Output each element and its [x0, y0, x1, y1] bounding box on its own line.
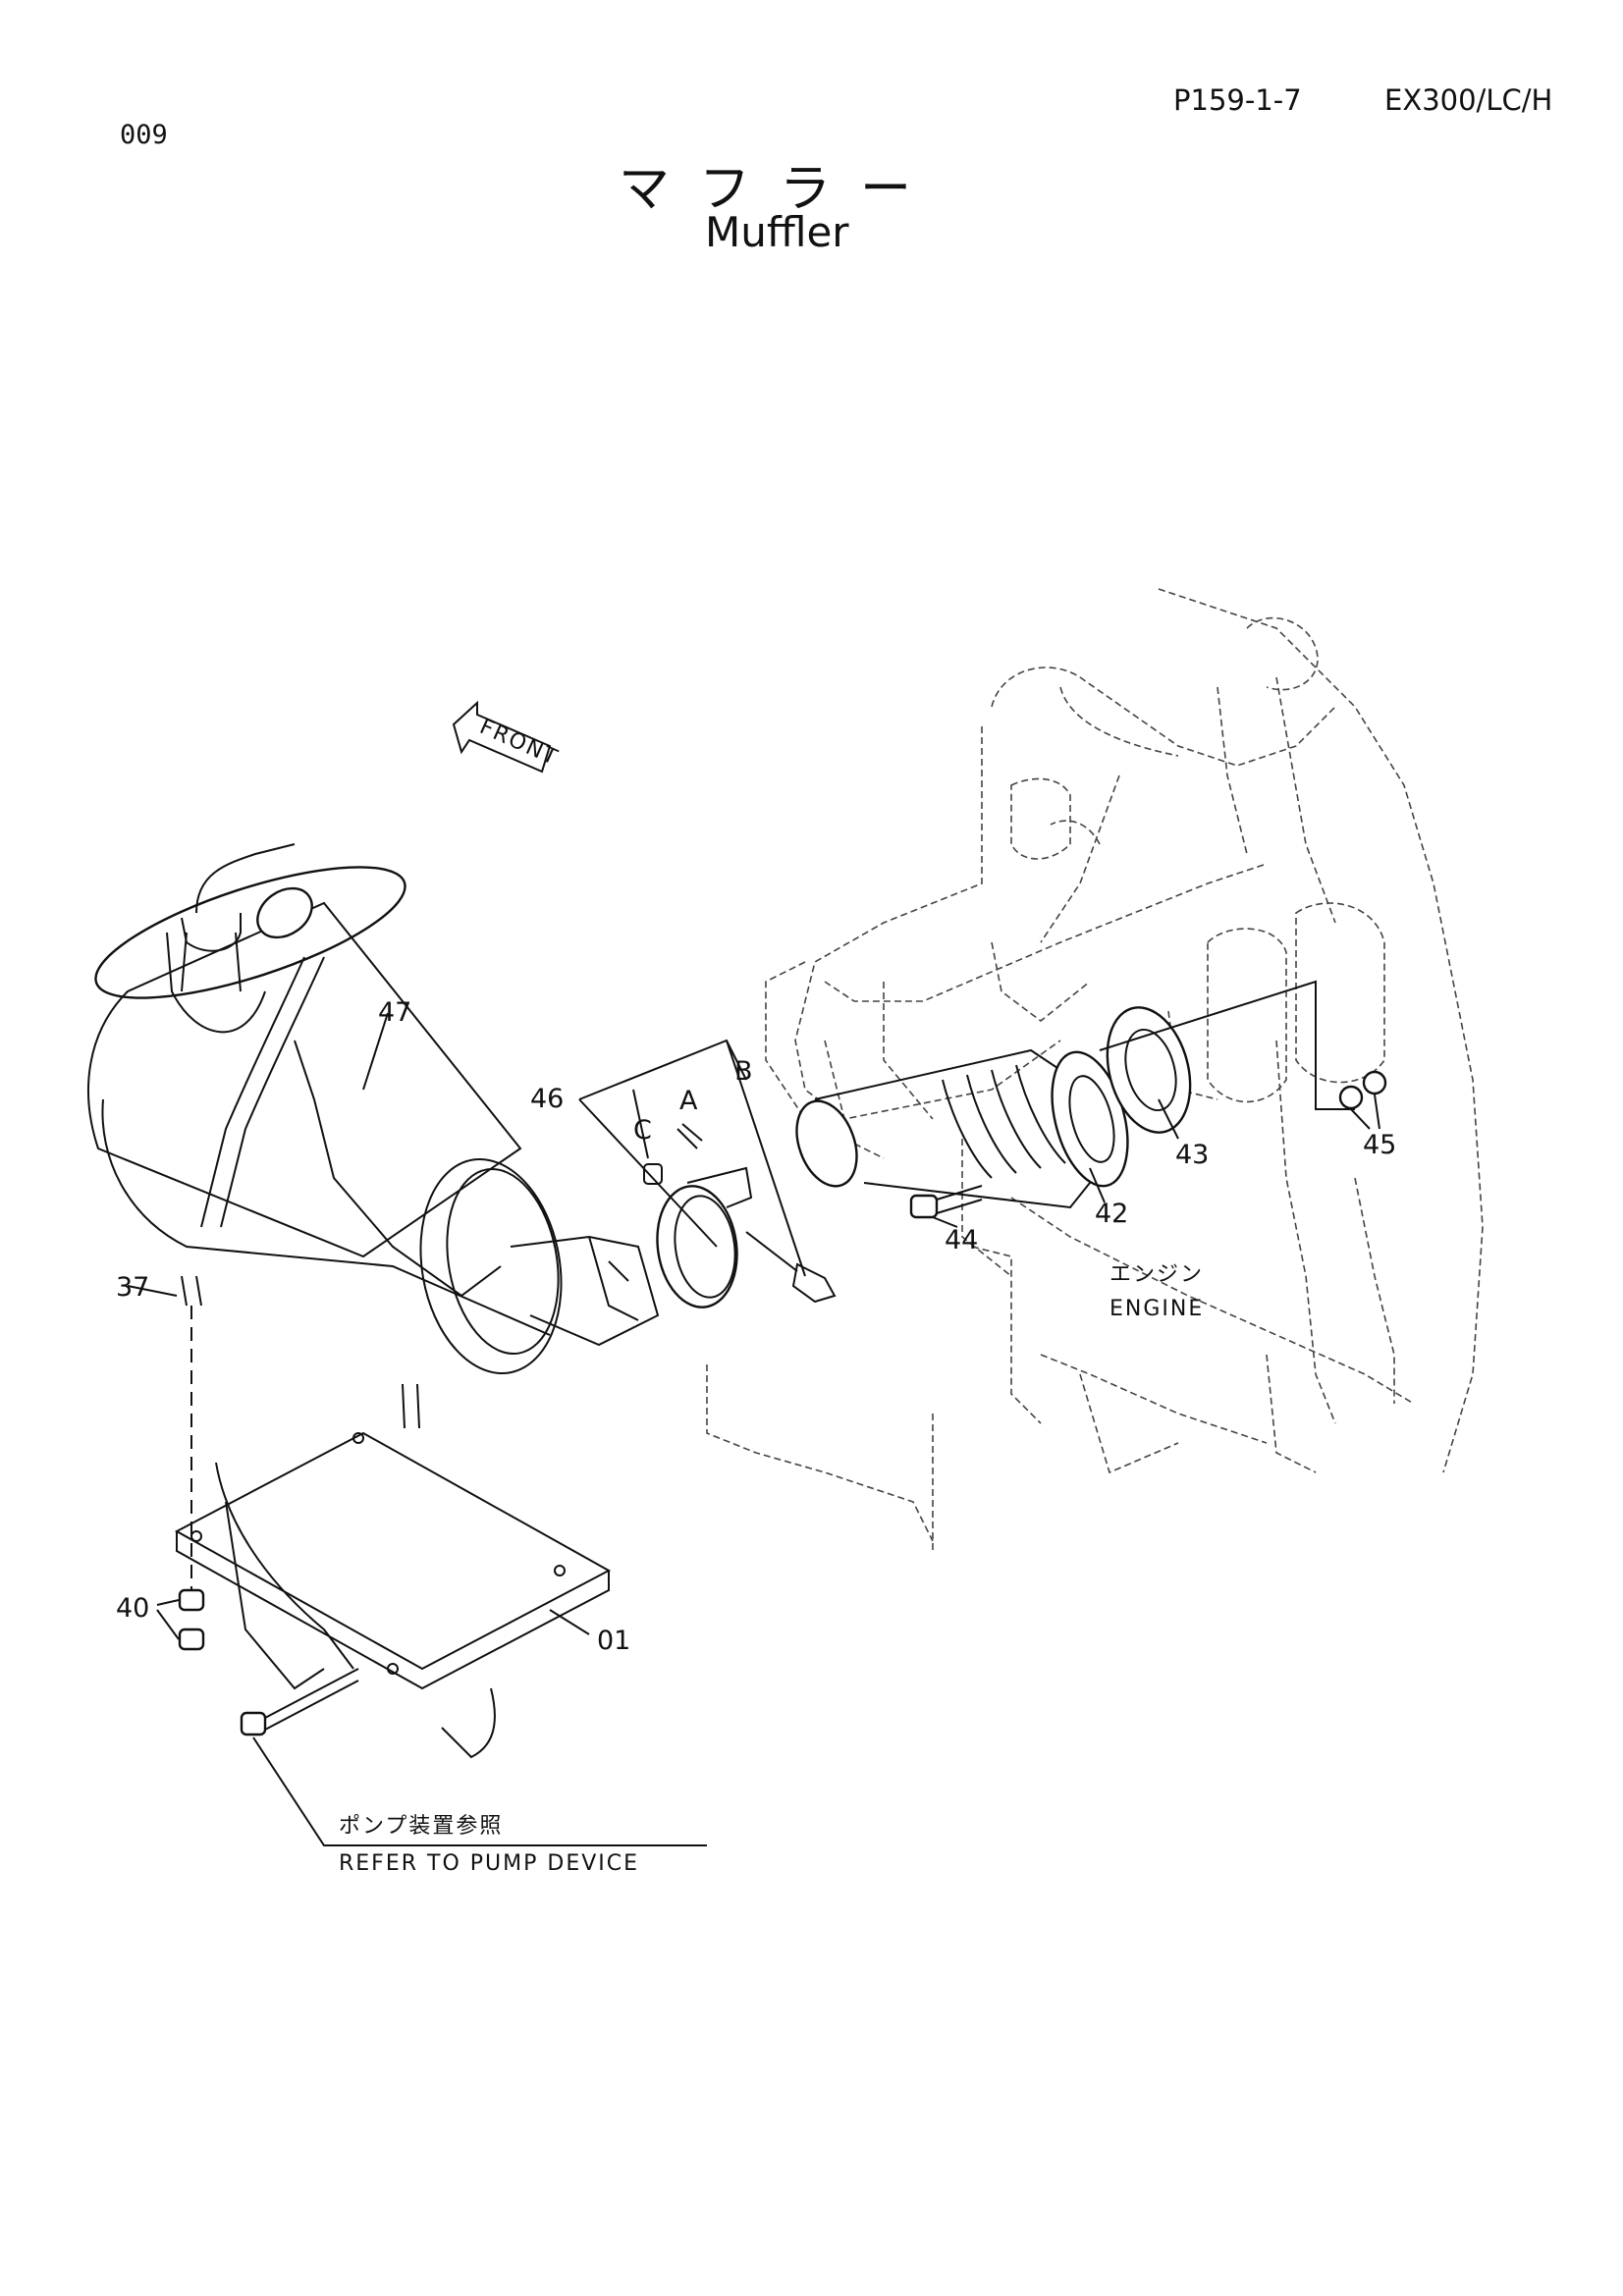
- reference-note-japanese: ポンプ装置参照: [339, 1814, 503, 1839]
- callout-47: 47: [378, 997, 411, 1028]
- page-title-japanese: マフラー: [619, 160, 942, 219]
- gasket: [1106, 1006, 1192, 1134]
- callout-46: 46: [530, 1084, 564, 1114]
- model-number: EX300/LC/H: [1384, 83, 1553, 117]
- engine-label: ENGINE: [1109, 1297, 1204, 1321]
- callout-b: B: [734, 1056, 753, 1087]
- leader-01: [549, 1609, 590, 1635]
- front-arrow-icon: FRONT: [452, 700, 563, 774]
- reference-note: REFER TO PUMP DEVICE: [339, 1851, 639, 1876]
- callout-44: 44: [945, 1225, 978, 1255]
- callout-45: 45: [1363, 1130, 1396, 1160]
- leader-37: [127, 1285, 178, 1297]
- muffler: [87, 843, 660, 1429]
- callout-01: 01: [597, 1626, 630, 1656]
- engine-outline: [706, 588, 1484, 1551]
- callout-c: C: [633, 1115, 652, 1146]
- leader-44: [932, 1216, 958, 1228]
- callout-40: 40: [116, 1593, 149, 1624]
- page-number: 009: [120, 120, 168, 150]
- callout-37: 37: [116, 1272, 149, 1303]
- lower-bolt: [240, 1668, 707, 1846]
- mounting-nuts: [178, 1306, 205, 1651]
- leader-40: [156, 1599, 180, 1640]
- engine-label-japanese: エンジン: [1109, 1262, 1204, 1287]
- callout-43: 43: [1175, 1140, 1209, 1170]
- leader-43: [1158, 1098, 1179, 1140]
- page-title: Muffler: [705, 208, 849, 256]
- nut-pair: [1099, 980, 1387, 1110]
- document-code: P159-1-7: [1173, 83, 1302, 117]
- leader-45: [1350, 1094, 1380, 1130]
- callout-a: A: [679, 1086, 698, 1116]
- callout-42: 42: [1095, 1199, 1128, 1229]
- leader-42: [1089, 1167, 1106, 1203]
- muffler-bracket: [174, 1431, 612, 1759]
- clamp-assembly: [578, 1039, 837, 1308]
- leader-47: [362, 1012, 389, 1091]
- exhaust-pipe: [795, 1048, 1129, 1209]
- bolt: [909, 1185, 983, 1219]
